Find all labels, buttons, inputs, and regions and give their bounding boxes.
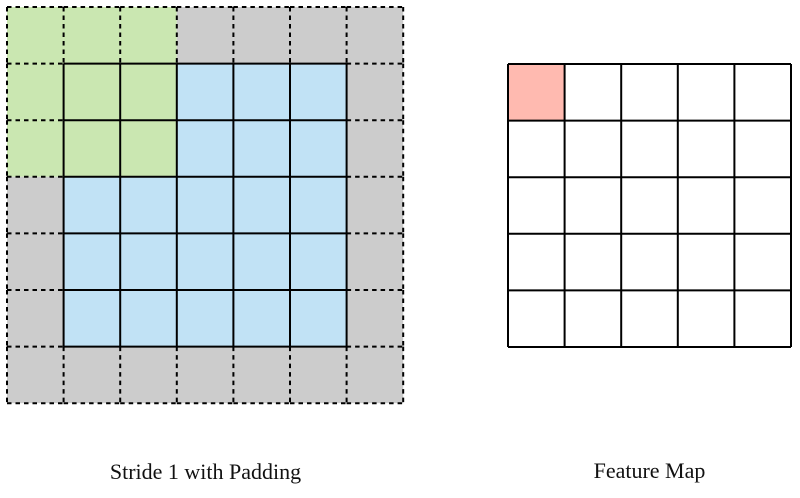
input-cell — [63, 233, 121, 290]
input-cell — [63, 290, 121, 347]
padding-cell — [346, 346, 404, 404]
feature-map-cell — [508, 177, 565, 234]
feature-map-cell — [621, 64, 678, 121]
padding-cell — [176, 346, 234, 404]
padding-cell — [7, 346, 64, 404]
padding-cell — [346, 120, 404, 177]
feature-map-cell — [734, 120, 791, 178]
kernel-over-padding-cell — [7, 120, 64, 177]
padding-cell — [120, 346, 177, 404]
input-cell — [233, 63, 290, 121]
feature-map-cell — [621, 233, 678, 291]
kernel-over-input-cell — [63, 120, 121, 177]
padding-cell — [7, 233, 64, 290]
feature-map-cell — [621, 290, 678, 347]
input-cell — [290, 120, 347, 177]
padded-input-panel: Stride 1 with Padding — [5, 5, 406, 484]
padding-cell — [63, 346, 121, 404]
kernel-over-input-cell — [63, 63, 121, 121]
padding-cell — [7, 290, 64, 347]
kernel-over-padding-cell — [7, 63, 64, 121]
padding-cell — [346, 63, 404, 121]
feature-map-cell — [677, 120, 735, 178]
feature-map-cell — [564, 64, 622, 121]
input-cell — [120, 176, 177, 234]
padding-cell — [233, 7, 290, 64]
kernel-over-padding-cell — [7, 7, 64, 64]
feature-map-cell — [621, 120, 678, 178]
feature-map-cell — [734, 290, 791, 347]
kernel-over-input-cell — [120, 63, 177, 121]
feature-map-grid — [507, 63, 792, 348]
input-cell — [120, 233, 177, 290]
feature-map-cell — [508, 120, 565, 178]
input-cell — [290, 63, 347, 121]
feature-map-cell — [564, 290, 622, 347]
feature-map-highlight-cell — [508, 64, 565, 121]
padding-cell — [346, 290, 404, 347]
feature-map-cell — [508, 290, 565, 347]
input-cell — [176, 120, 234, 177]
feature-map-cell — [677, 177, 735, 234]
feature-map-cell — [677, 290, 735, 347]
feature-map-panel: Feature Map — [506, 62, 793, 483]
input-cell — [233, 290, 290, 347]
input-cell — [290, 233, 347, 290]
feature-map-cell — [734, 64, 791, 121]
padding-cell — [290, 346, 347, 404]
feature-map-cell — [621, 177, 678, 234]
input-cell — [290, 176, 347, 234]
padding-cell — [346, 233, 404, 290]
padding-cell — [176, 7, 234, 64]
input-cell — [63, 176, 121, 234]
input-cell — [176, 290, 234, 347]
kernel-over-input-cell — [120, 120, 177, 177]
padded-input-label: Stride 1 with Padding — [109, 459, 302, 484]
feature-map-cell — [564, 233, 622, 291]
feature-map-cell — [677, 233, 735, 291]
input-cell — [290, 290, 347, 347]
feature-map-cell — [564, 177, 622, 234]
padding-cell — [346, 7, 404, 64]
feature-map-cell — [564, 120, 622, 178]
input-cell — [120, 290, 177, 347]
input-cell — [176, 233, 234, 290]
padding-cell — [233, 346, 290, 404]
padding-cell — [346, 176, 404, 234]
input-cell — [233, 233, 290, 290]
padding-cell — [290, 7, 347, 64]
input-cell — [176, 63, 234, 121]
kernel-over-padding-cell — [63, 7, 121, 64]
padded-input-grid — [6, 6, 405, 405]
input-cell — [233, 120, 290, 177]
feature-map-cell — [508, 233, 565, 291]
feature-map-label: Feature Map — [593, 458, 706, 483]
kernel-over-padding-cell — [120, 7, 177, 64]
feature-map-cell — [734, 177, 791, 234]
padding-cell — [7, 176, 64, 234]
feature-map-cell — [734, 233, 791, 291]
input-cell — [233, 176, 290, 234]
input-cell — [176, 176, 234, 234]
feature-map-cell — [677, 64, 735, 121]
